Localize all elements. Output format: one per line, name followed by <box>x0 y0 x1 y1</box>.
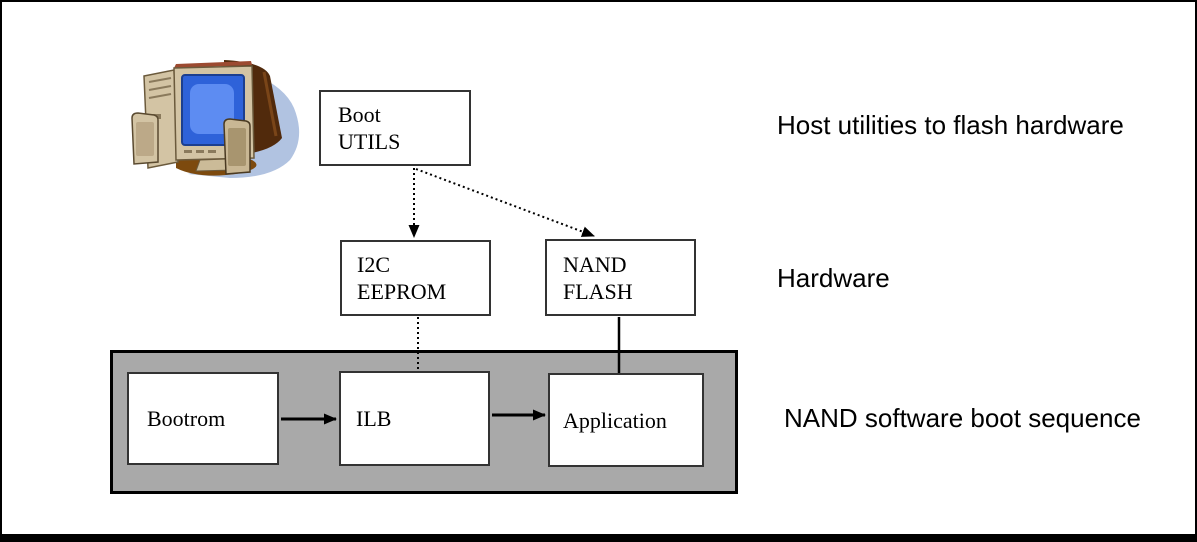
i2c-eeprom-line1: I2C <box>357 252 390 277</box>
application-box: Application <box>548 373 704 467</box>
nand-flash-box: NAND FLASH <box>545 239 696 316</box>
bootrom-label: Bootrom <box>147 406 226 431</box>
nand-flash-line1: NAND <box>563 251 627 277</box>
boot-utils-line1: Boot <box>338 102 381 127</box>
computer-icon <box>131 60 300 178</box>
bootrom-box: Bootrom <box>127 372 279 465</box>
label-nand-boot-sequence: NAND software boot sequence <box>784 403 1141 433</box>
i2c-eeprom-box: I2C EEPROM <box>340 240 491 316</box>
boot-utils-line2: UTILS <box>338 129 401 154</box>
application-label: Application <box>563 407 667 433</box>
label-host-utilities: Host utilities to flash hardware <box>777 110 1124 140</box>
ilb-box: ILB <box>339 371 490 466</box>
connector-bootutils-to-nandflash <box>415 168 595 237</box>
boot-utils-box: Boot UTILS <box>319 90 471 166</box>
i2c-eeprom-line2: EEPROM <box>357 279 447 304</box>
ilb-label: ILB <box>356 406 392 431</box>
nand-flash-line2: FLASH <box>563 278 633 304</box>
label-hardware: Hardware <box>777 263 890 293</box>
